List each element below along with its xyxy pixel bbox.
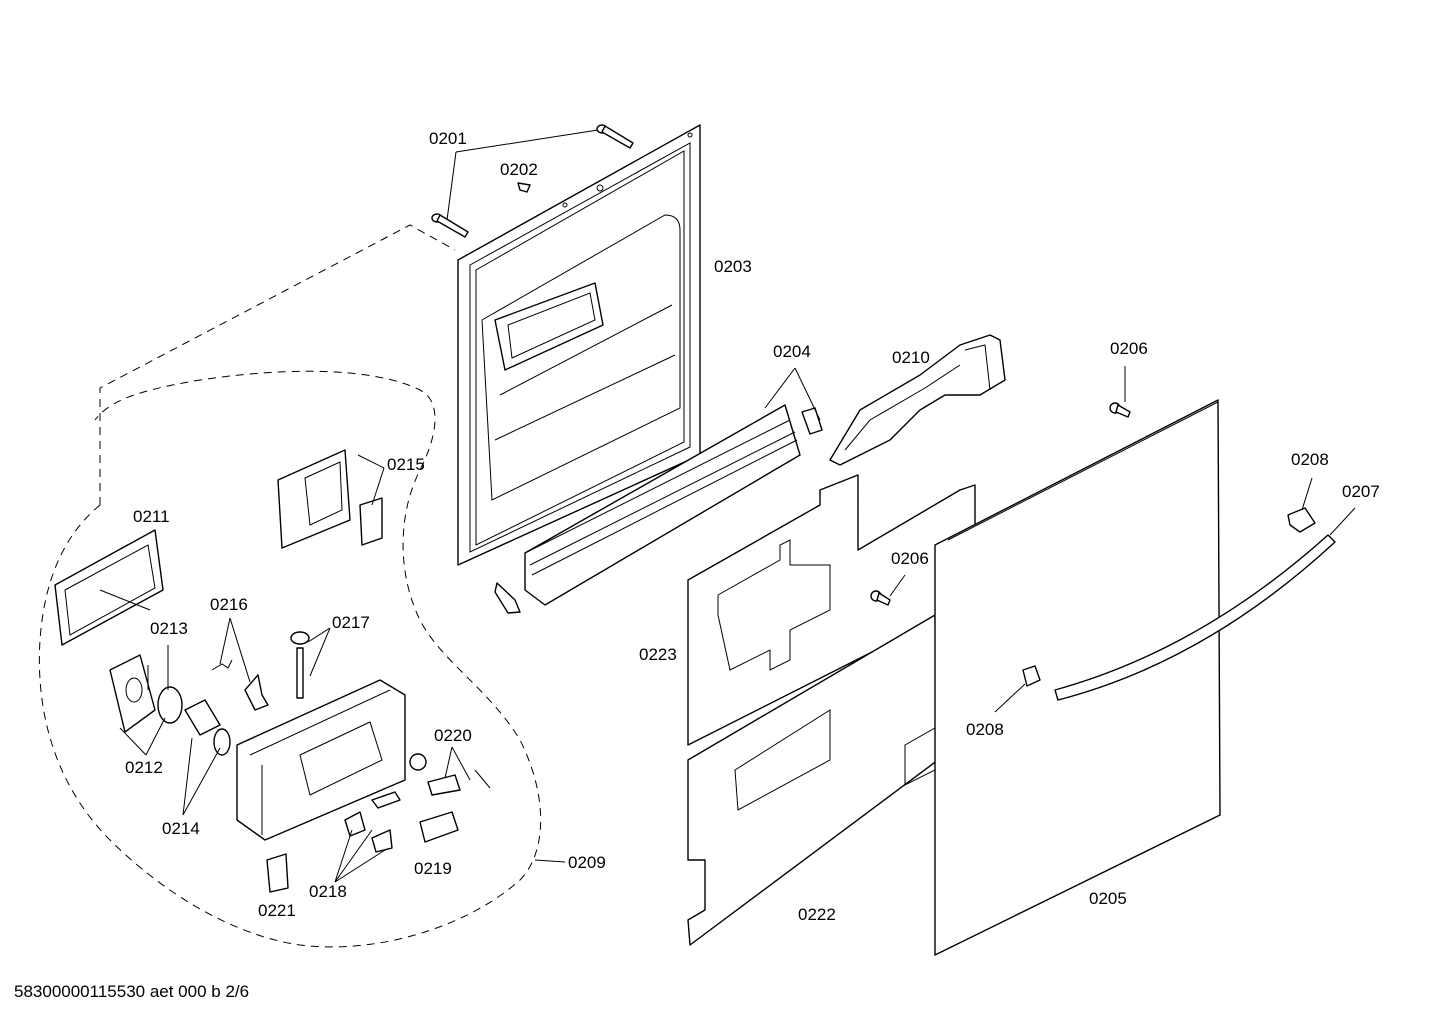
diagram-code-footer: 58300000115530 aet 000 b 2/6: [14, 982, 249, 1001]
seal-frame-0211: [54, 529, 164, 646]
label-0208-top: 0208: [1291, 450, 1329, 469]
screw-0206-top: [1109, 402, 1131, 418]
screw-0201-top: [596, 124, 634, 149]
label-0201: 0201: [429, 129, 467, 148]
dashed-leader-frame: [99, 224, 456, 505]
label-0218: 0218: [309, 882, 347, 901]
outer-door-0205: [934, 399, 1221, 956]
leader-lines: [99, 129, 1356, 883]
spring-0216: [211, 659, 269, 711]
handle-cap-0208-right: [1287, 507, 1316, 533]
label-0202: 0202: [500, 160, 538, 179]
parts-0220: [409, 753, 491, 796]
label-0212: 0212: [125, 758, 163, 777]
knob-housing-0212: [109, 654, 156, 733]
inner-door-frame-0203: [457, 124, 701, 566]
label-0208-bottom: 0208: [966, 720, 1004, 739]
label-0214: 0214: [162, 819, 200, 838]
upper-panel-0223: [687, 474, 976, 746]
screw-0201-left: [431, 213, 469, 238]
label-0217: 0217: [332, 613, 370, 632]
part-labels: 0201 0202 0203 0204 0210 0206 0208 0207 …: [125, 129, 1380, 924]
dispenser-unit: [236, 679, 406, 841]
label-0222: 0222: [798, 905, 836, 924]
lid-0215: [277, 449, 383, 549]
label-0205: 0205: [1089, 889, 1127, 908]
label-0221: 0221: [258, 901, 296, 920]
bottom-strip-0204: [494, 404, 823, 614]
ring-0213: [157, 686, 183, 724]
label-0215: 0215: [387, 455, 425, 474]
hinge-0210: [829, 334, 1006, 466]
handle-cap-0208-left: [1022, 665, 1041, 687]
label-0207: 0207: [1342, 482, 1380, 501]
label-0213: 0213: [150, 619, 188, 638]
label-0210: 0210: [892, 348, 930, 367]
label-0203: 0203: [714, 257, 752, 276]
actuator-0219: [419, 811, 459, 843]
screw-0206-mid: [870, 590, 891, 606]
levers-0218: [344, 791, 401, 853]
label-0223: 0223: [639, 645, 677, 664]
clip-0202: [517, 182, 531, 193]
label-0206-top: 0206: [1110, 339, 1148, 358]
label-0211: 0211: [133, 507, 170, 526]
label-0219: 0219: [414, 859, 452, 878]
label-0216: 0216: [210, 595, 248, 614]
bracket-0221: [266, 853, 289, 893]
label-0204: 0204: [773, 342, 811, 361]
label-0220: 0220: [434, 726, 472, 745]
label-0209: 0209: [568, 853, 606, 872]
cap-0214: [184, 699, 231, 756]
sensor-0217: [290, 631, 310, 699]
label-0206-mid: 0206: [891, 549, 929, 568]
handle-0207: [1054, 534, 1336, 701]
